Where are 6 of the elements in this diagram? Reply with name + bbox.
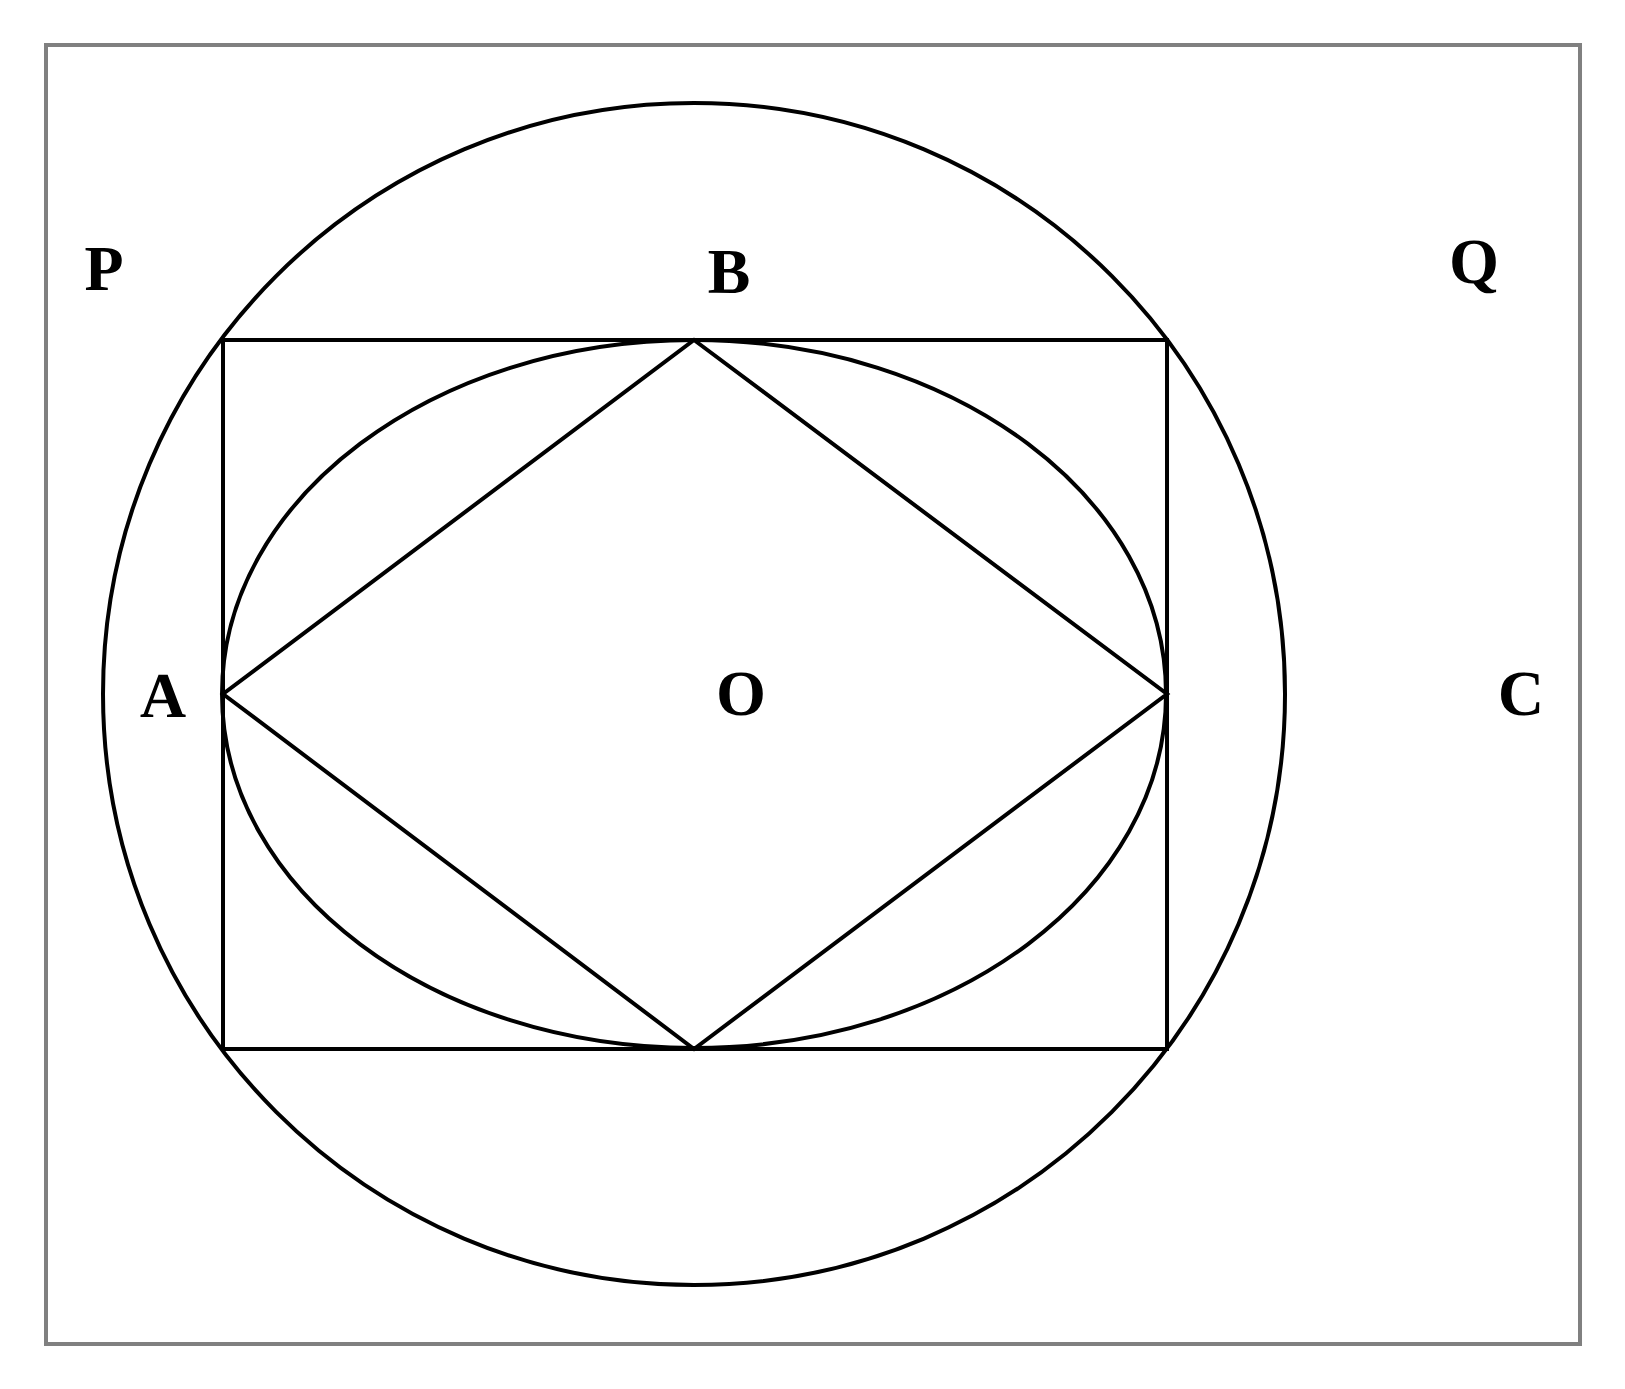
point-label: Q	[1452, 240, 1497, 294]
point-label: P	[85, 248, 122, 290]
point-label: A	[140, 674, 186, 718]
point-label: B	[708, 250, 749, 294]
point-label: C	[1501, 672, 1540, 716]
point-label: O	[719, 672, 763, 716]
